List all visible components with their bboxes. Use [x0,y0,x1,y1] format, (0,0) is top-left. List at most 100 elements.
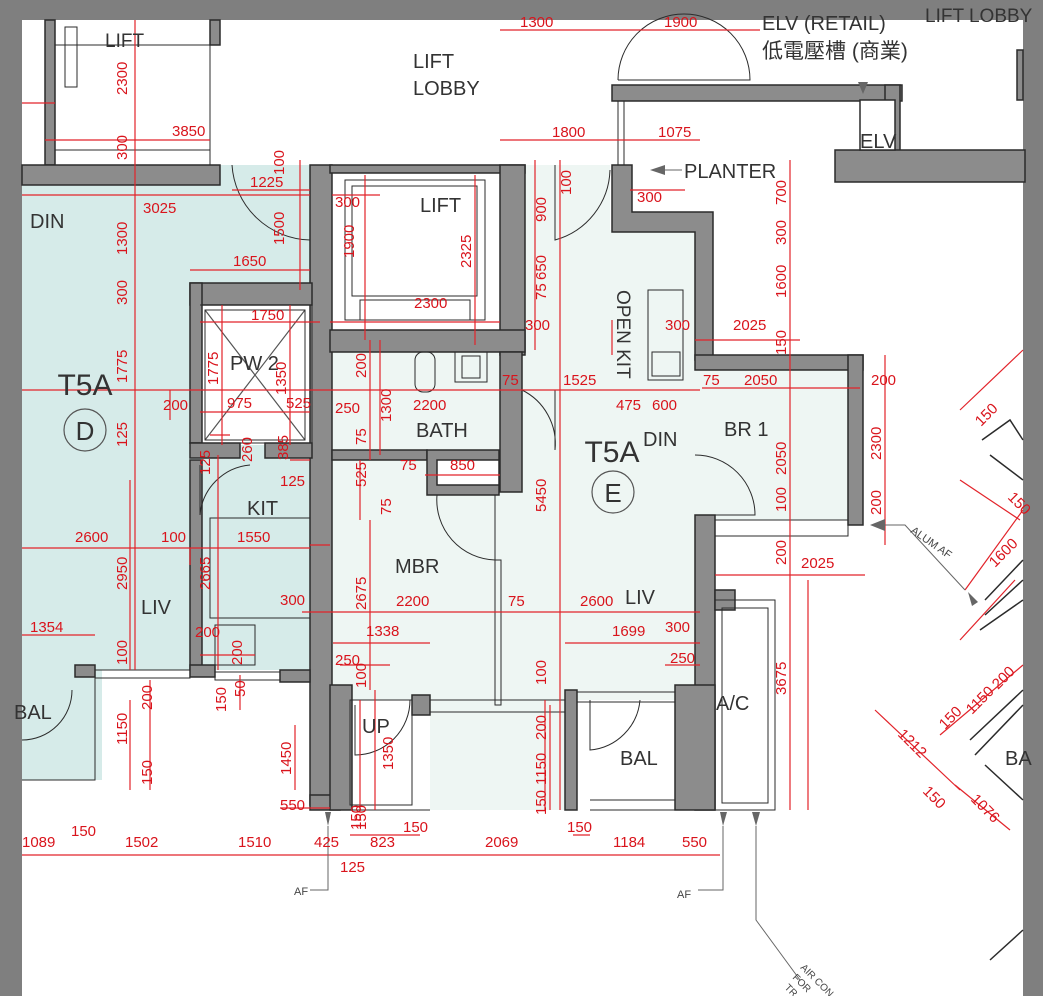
dim-label: 1775 [114,350,131,383]
room-label-pw2: PW 2 [230,353,279,375]
room-label-open-kit: OPEN KIT [612,290,633,379]
dim-label: 1450 [278,742,295,775]
unit-d-circle [63,408,107,452]
room-label-kit: KIT [247,498,278,520]
dim-label: 550 [280,797,305,814]
dim-label: 2069 [485,834,518,851]
dim-label: 1338 [366,623,399,640]
dim-label: 200 [163,397,188,414]
dimension-labels: 1300 1900 3850 1225 3025 300 1800 1075 3… [22,14,896,876]
dim-label: 525 [286,395,311,412]
dim-label: 975 [227,395,252,412]
dim-label: 2950 [114,557,131,590]
dim-label: 150 [773,330,790,355]
dim-label: 150 [213,687,230,712]
dim-label: 200 [229,640,246,665]
unit-d-code: T5A [57,369,112,402]
dim-label: 3675 [773,662,790,695]
dim-label: 200 [139,685,156,710]
dim-label: 250 [335,652,360,669]
dim-label: 2200 [413,397,446,414]
dim-label: 150 [71,823,96,840]
dim-label: 125 [280,473,305,490]
dim-label: 425 [314,834,339,851]
dim-label: 2600 [580,593,613,610]
unit-d-letter: D [76,416,95,446]
dim-label: 2200 [396,593,429,610]
dim-label: 525 [353,462,370,487]
unit-d-balcony-floor [22,670,102,780]
dim-label: 75 [703,372,720,389]
tag-af-1: AF [294,886,308,898]
dim-label: 2300 [114,62,131,95]
dim-label: 300 [114,135,131,160]
dim-label: 700 [773,180,790,205]
dim-label: 250 [670,650,695,667]
dim-label: 300 [335,194,360,211]
dim-label: 125 [114,422,131,447]
dim-label: 1300 [378,389,395,422]
dim-label: 475 [616,397,641,414]
dim-label: 150 [403,819,428,836]
dim-label: 2325 [458,235,475,268]
dim-label: 650 [533,255,550,280]
dim-label: 260 [239,437,256,462]
room-label-bath: BATH [416,420,468,442]
dim-label: 1075 [658,124,691,141]
dim-label: 1150 [533,753,550,785]
room-label-bal-right: BA [1005,748,1032,770]
dim-label: 1600 [773,265,790,298]
dim-label: 125 [197,450,214,475]
dim-label: 200 [773,540,790,565]
dim-label: 1650 [233,253,266,270]
door-swings [21,13,756,756]
room-label-liv-e: LIV [625,587,656,609]
dim-label: 900 [533,197,550,222]
dim-label: 100 [773,487,790,512]
dim-label: 1300 [114,222,131,255]
dim-label: 1150 [114,713,131,745]
dim-label: 1510 [238,834,271,851]
dim-label: 823 [370,834,395,851]
dimension-lines [22,20,1024,856]
dim-label: 200 [533,715,550,740]
dim-label: 200 [871,372,896,389]
dim-label: 1699 [612,623,645,640]
room-label-elv: ELV [860,131,897,153]
dim-label: 2300 [414,295,447,312]
leader-lines [310,169,966,981]
unit-e-letter: E [604,478,621,508]
dim-label: 250 [335,400,360,417]
dim-label: 1350 [273,362,290,395]
room-label-lift-lobby-1: LIFT [413,51,454,73]
dim-label: 300 [665,317,690,334]
dim-label: 1225 [250,174,283,191]
alum-af-arrow-2-icon [968,592,978,606]
dim-label: 100 [114,640,131,665]
dim-label: 1502 [125,834,158,851]
dim-label: 1750 [251,307,284,324]
dim-label: 2050 [744,372,777,389]
walls [21,19,1026,811]
dim-label: 2300 [868,427,885,460]
dim-label: 300 [114,280,131,305]
dim-label: 75 [502,372,519,389]
air-con-arrow-icon [752,812,760,826]
dim-label: 2665 [197,557,214,590]
dim-label: 3025 [143,200,176,217]
dim-label: 1775 [205,352,222,385]
room-label-ac: A/C [716,693,749,715]
br1-floor [695,370,860,520]
af-arrow-1-icon [325,812,331,826]
dim-label: 1525 [563,372,596,389]
dim-label: 150 [567,819,592,836]
dim-label: 600 [652,397,677,414]
dim-label: 75 [378,498,395,515]
dim-label: 300 [637,189,662,206]
alum-af-arrow-icon [870,519,885,531]
room-label-bal-e: BAL [620,748,658,770]
elv-retail-arrow-icon [858,82,868,94]
room-label-elv-retail-cn: 低電壓槽 (商業) [762,40,908,63]
dim-label: 125 [340,859,365,876]
